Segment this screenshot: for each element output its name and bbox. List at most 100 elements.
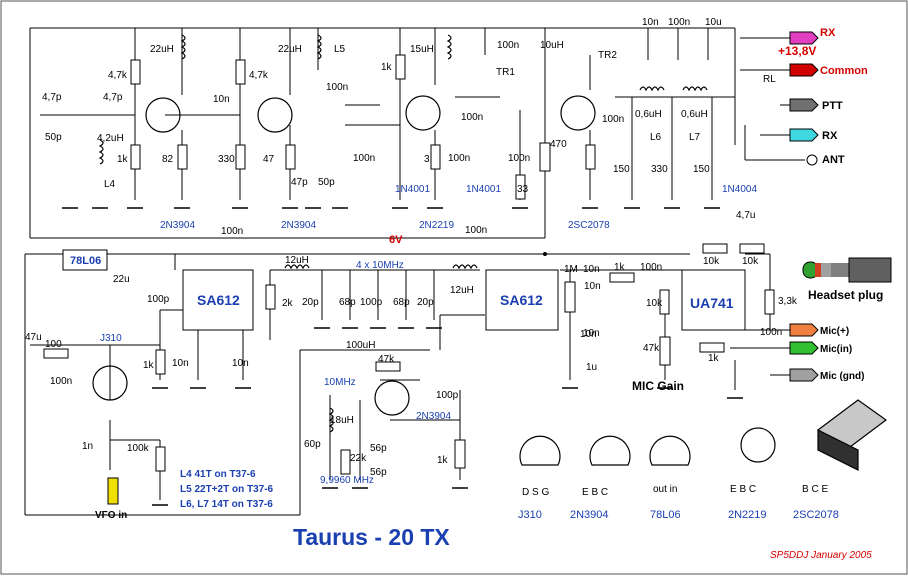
schematic-title: Taurus - 20 TX — [293, 524, 450, 550]
winding-note-l5: L5 22T+2T on T37-6 — [180, 484, 274, 495]
component-label: 100k — [127, 443, 150, 454]
component-label: 50p — [318, 177, 335, 188]
pkg-78l06-pins: out in — [653, 484, 677, 495]
component-label: 12uH — [285, 255, 309, 266]
vfo-in-label: VFO in — [95, 510, 127, 521]
component-label: 22k — [350, 453, 367, 464]
component-label: 3,3k — [778, 296, 798, 307]
component-label: 33 — [517, 184, 529, 195]
connector-rx-top-label: RX — [820, 27, 836, 39]
component-label: 100n — [465, 225, 487, 236]
pkg-j310-name: J310 — [518, 509, 542, 521]
winding-note-l6-l7: L6, L7 14T on T37-6 — [180, 499, 273, 510]
pkg-2n2219-pins: E B C — [730, 484, 756, 495]
component-label: 2SC2078 — [568, 220, 610, 231]
component-label: 1u — [586, 362, 597, 373]
component-label: 4 x 10MHz — [356, 260, 404, 271]
component-label: RL — [763, 74, 776, 85]
component-label: L4 — [104, 179, 116, 190]
component-label: 4,7p — [42, 92, 62, 103]
component-label: 22uH — [150, 44, 174, 55]
headset-plug-label: Headset plug — [808, 288, 883, 302]
component-label: 82 — [162, 154, 174, 165]
component-label: 2N2219 — [419, 220, 454, 231]
ic-sa612-2-label: SA612 — [500, 292, 543, 308]
component-label: 2N3904 — [160, 220, 195, 231]
component-label: 4,7k — [108, 70, 128, 81]
component-label: 56p — [370, 467, 387, 478]
component-label: 9,9960 MHz — [320, 475, 374, 486]
component-label: 47u — [25, 332, 42, 343]
winding-note-l4: L4 41T on T37-6 — [180, 469, 256, 480]
component-label: TR2 — [598, 50, 617, 61]
component-label: 150 — [613, 164, 630, 175]
component-label: L6 — [650, 132, 662, 143]
component-label: 47k — [378, 354, 395, 365]
component-label: 150 — [693, 164, 710, 175]
pkg-2n3904-name: 2N3904 — [570, 509, 609, 521]
component-label: 2N3904 — [281, 220, 316, 231]
component-label: 100n — [326, 82, 348, 93]
component-label: 1N4001 — [466, 184, 501, 195]
component-label: 2k — [282, 298, 294, 309]
component-label: 100p — [360, 297, 383, 308]
pkg-78l06-name: 78L06 — [650, 509, 681, 521]
connector-tags — [107, 31, 819, 505]
headset-plug-graphic — [802, 257, 892, 283]
component-label: 1k — [117, 154, 129, 165]
component-label: 60p — [304, 439, 321, 450]
component-label: 4,7k — [249, 70, 269, 81]
component-label: 68p — [393, 297, 410, 308]
connector-mic-in-label: Mic(in) — [820, 344, 852, 355]
component-label: 10n — [583, 328, 600, 339]
component-label: 2N3904 — [416, 411, 451, 422]
rail-6v-label: 6V — [389, 234, 403, 246]
component-label: 47k — [643, 343, 660, 354]
component-label: 10k — [703, 256, 720, 267]
ic-ua741-label: UA741 — [690, 295, 734, 311]
component-label: 100n — [508, 153, 530, 164]
pkg-2n3904-pins: E B C — [582, 487, 608, 498]
component-label: 1N4001 — [395, 184, 430, 195]
component-label: 470 — [550, 139, 567, 150]
component-label: 10MHz — [324, 377, 356, 388]
component-label: 100uH — [346, 340, 375, 351]
ic-boxes — [62, 249, 746, 331]
ic-sa612-1-label: SA612 — [197, 292, 240, 308]
component-label: 100p — [436, 390, 459, 401]
component-label: 1M — [564, 264, 578, 275]
component-label: 1k — [708, 353, 720, 364]
component-label: 1k — [381, 62, 393, 73]
component-label: 4,2uH — [97, 133, 124, 144]
component-label: 10n — [584, 281, 601, 292]
component-label: 3 — [424, 154, 430, 165]
component-label: 330 — [218, 154, 235, 165]
component-label: 20p — [302, 297, 319, 308]
component-label: 1N4004 — [722, 184, 757, 195]
component-label: 330 — [651, 164, 668, 175]
resistors — [43, 54, 775, 475]
pkg-2sc2078-name: 2SC2078 — [793, 509, 839, 521]
transistors — [92, 95, 596, 416]
ic-78l06-label: 78L06 — [70, 255, 101, 267]
component-label: 12uH — [450, 285, 474, 296]
component-label: 56p — [370, 443, 387, 454]
connector-mic-plus-label: Mic(+) — [820, 326, 849, 337]
component-label: 4,7p — [103, 92, 123, 103]
component-label: 100n — [448, 153, 470, 164]
component-label: 1k — [614, 262, 626, 273]
component-label: 10n — [580, 329, 597, 340]
component-label: 0,6uH — [681, 109, 708, 120]
component-label: 1k — [437, 455, 449, 466]
component-label: 10n — [583, 264, 600, 275]
component-label: 100n — [640, 262, 662, 273]
component-label: 47p — [291, 177, 308, 188]
component-label: 100 — [45, 339, 62, 350]
component-label: 68p — [339, 297, 356, 308]
component-label: 22u — [113, 274, 130, 285]
component-label: 10n — [213, 94, 230, 105]
component-label: 1k — [143, 360, 155, 371]
pkg-j310-pins: D S G — [522, 487, 549, 498]
